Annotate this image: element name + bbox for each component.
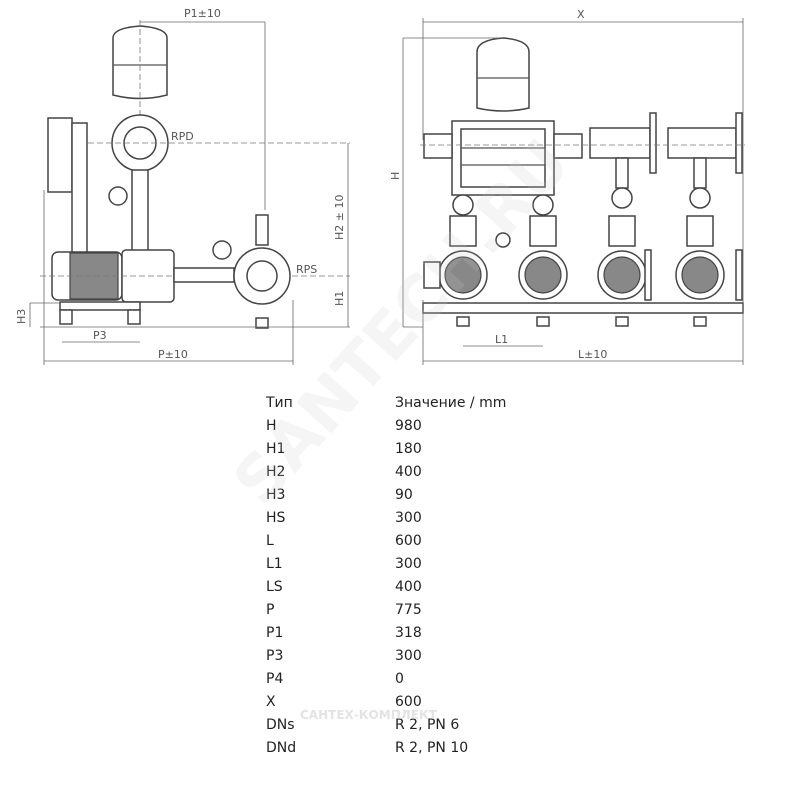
param-value: 300 (395, 648, 422, 664)
table-row: LS 400 (266, 578, 506, 601)
dim-h3: H3 (15, 309, 28, 324)
dim-h1: H1 (333, 291, 346, 306)
param-name: H2 (266, 464, 286, 480)
param-name: H1 (266, 441, 286, 457)
param-name: H3 (266, 487, 286, 503)
table-row: HS 300 (266, 509, 506, 532)
watermark-footer: САНТЕХ-КОМПЛЕКТ (300, 708, 437, 722)
param-name: DNs (266, 717, 295, 733)
param-value: 180 (395, 441, 422, 457)
table-row: P 775 (266, 601, 506, 624)
param-name: P1 (266, 625, 284, 641)
param-name: DNd (266, 740, 297, 756)
label-rpd: RPD (171, 130, 194, 143)
pressure-gauge (495, 232, 511, 248)
param-name: P4 (266, 671, 284, 687)
table-row: H 980 (266, 417, 506, 440)
table-row: H2 400 (266, 463, 506, 486)
label-rps: RPS (296, 263, 317, 276)
control-box (47, 117, 73, 193)
table-row: X 600 (266, 693, 506, 716)
param-value: 318 (395, 625, 422, 641)
param-name: LS (266, 579, 283, 595)
dim-l1: L1 (495, 333, 508, 346)
param-name: P (266, 602, 275, 618)
param-value: 400 (395, 464, 422, 480)
expansion-tank (476, 37, 530, 112)
param-value: 600 (395, 694, 422, 710)
side-view: RPD RPS P1±10 H2 ± 10 H1 H3 P3 (15, 7, 350, 365)
param-value: 0 (395, 671, 404, 687)
param-value: R 2, PN 6 (395, 717, 460, 733)
table-row: L 600 (266, 532, 506, 555)
table-row: H1 180 (266, 440, 506, 463)
param-name: H (266, 418, 277, 434)
header-value: Значение / mm (395, 395, 507, 411)
param-value: 90 (395, 487, 413, 503)
table-row: P4 0 (266, 670, 506, 693)
dim-x: X (577, 8, 585, 21)
param-value: 300 (395, 510, 422, 526)
param-value: 775 (395, 602, 422, 618)
table-row: H3 90 (266, 486, 506, 509)
dim-p: P±10 (158, 348, 188, 361)
param-name: P3 (266, 648, 284, 664)
param-name: HS (266, 510, 286, 526)
param-name: L1 (266, 556, 283, 572)
param-value: R 2, PN 10 (395, 740, 469, 756)
param-value: 300 (395, 556, 422, 572)
dim-h2: H2 ± 10 (333, 195, 346, 240)
base-frame (422, 302, 744, 314)
dim-p3: P3 (93, 329, 107, 342)
table-row: P3 300 (266, 647, 506, 670)
param-value: 980 (395, 418, 422, 434)
table-row: DNs R 2, PN 6 (266, 716, 506, 739)
param-value: 600 (395, 533, 422, 549)
table-row: P1 318 (266, 624, 506, 647)
param-name: L (266, 533, 274, 549)
spec-header: Тип Значение / mm (266, 394, 506, 417)
table-row: DNd R 2, PN 10 (266, 739, 506, 762)
param-name: X (266, 694, 276, 710)
pump-units (438, 157, 725, 300)
pump-station-drawing: RPD RPS P1±10 H2 ± 10 H1 H3 P3 (15, 7, 745, 365)
dim-l: L±10 (578, 348, 607, 361)
table-row: L1 300 (266, 555, 506, 578)
expansion-tank (112, 25, 168, 100)
param-value: 400 (395, 579, 422, 595)
dim-h: H (389, 172, 402, 180)
dim-p1: P1±10 (184, 7, 221, 20)
front-view: X H L1 L±10 (389, 8, 745, 365)
header-name: Тип (266, 395, 293, 411)
